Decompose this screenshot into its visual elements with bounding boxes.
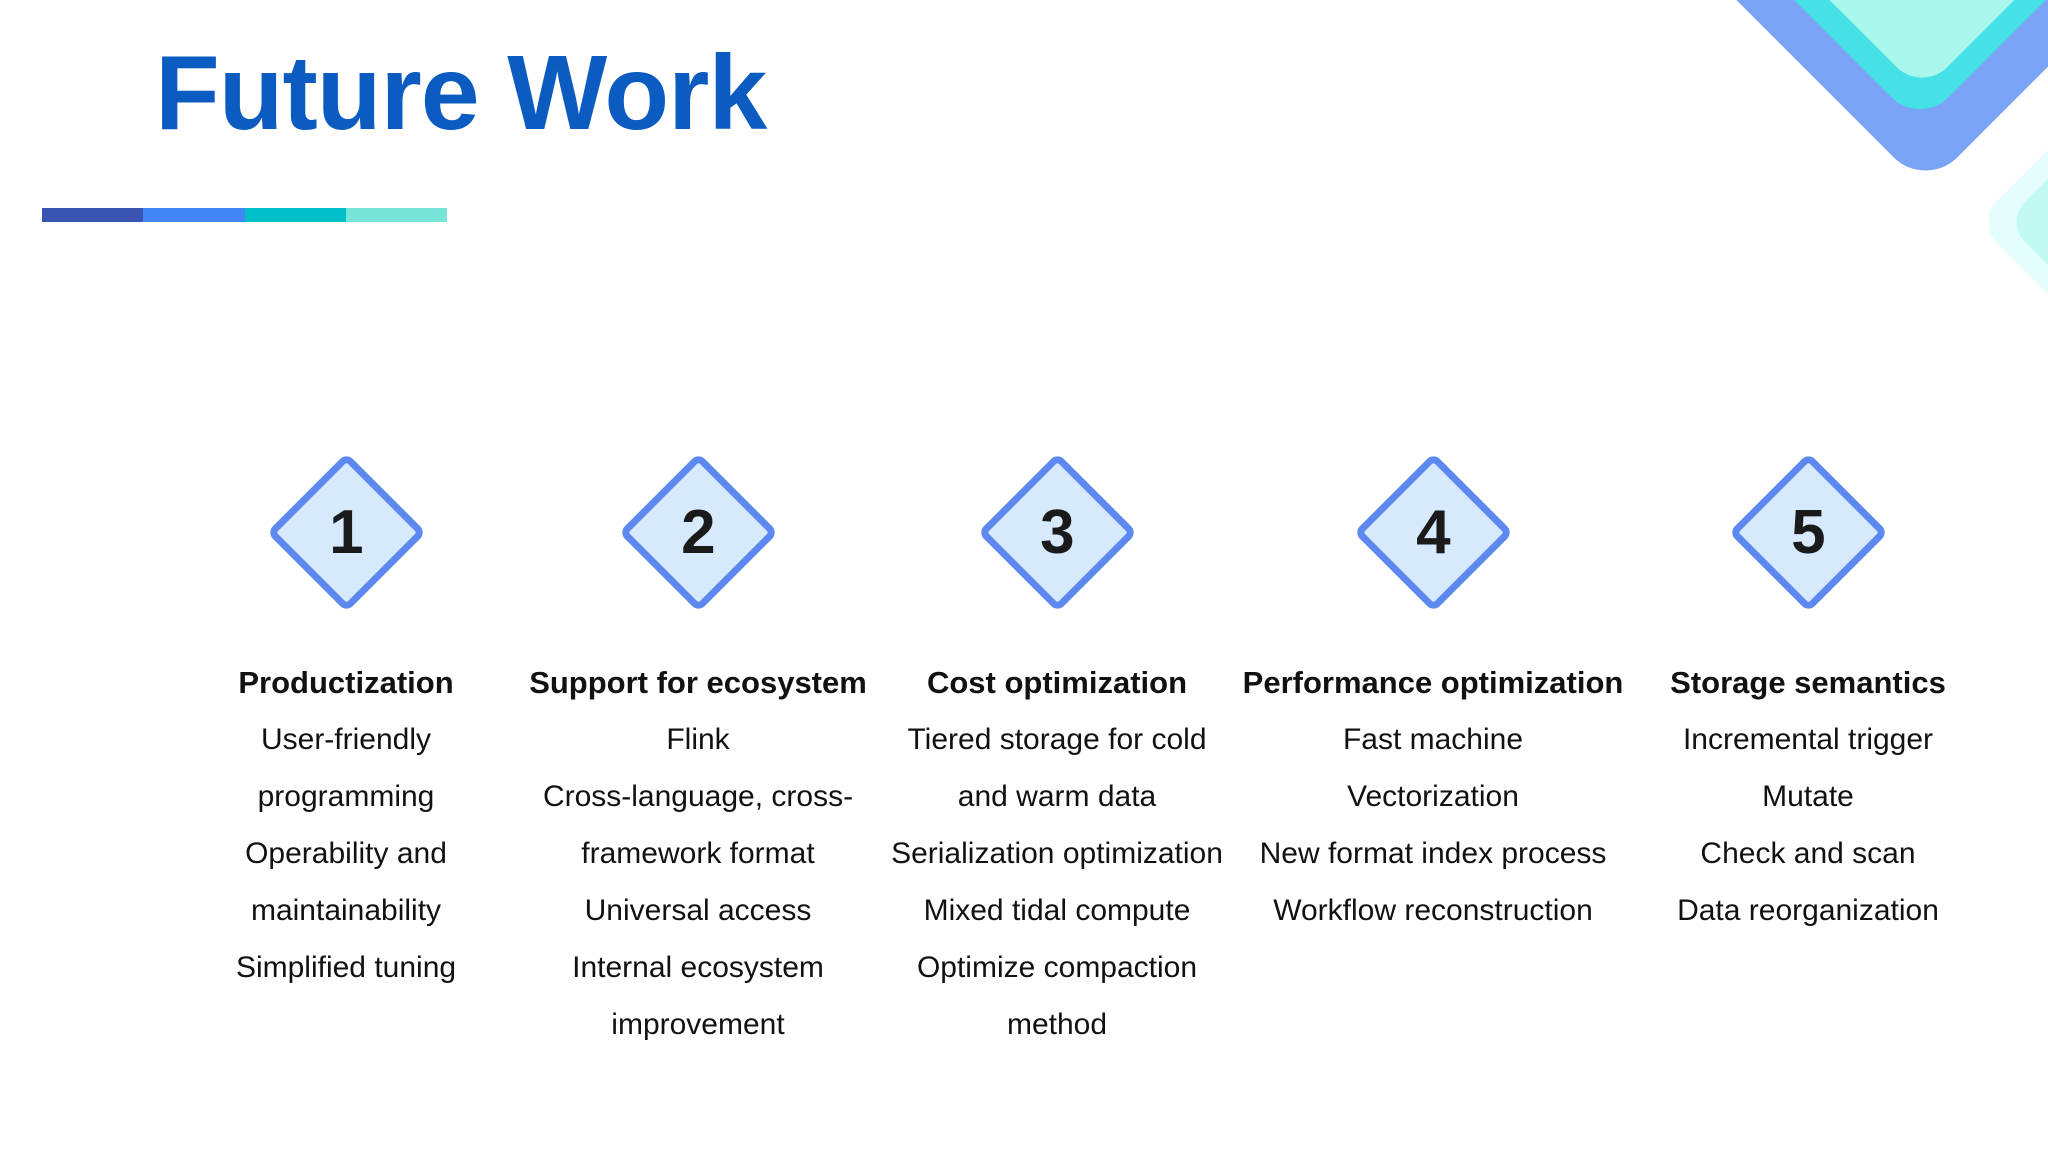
item-line: Workflow reconstruction [1273,894,1593,927]
item-line: Fast machine [1342,723,1524,756]
item-line: framework format [581,837,815,870]
accent-bar-segment-1 [42,208,144,222]
step-diamond-zone: 4 [1233,450,1633,614]
step-number: 2 [680,497,716,567]
column-productization: 1 Productization User-friendly programmin… [146,450,546,996]
step-diamond: 3 [977,452,1137,612]
item-line: Internal ecosystem [572,951,824,984]
item-line: Optimize compaction [916,951,1198,984]
step-number: 1 [328,497,364,567]
item-line: Incremental trigger [1682,723,1934,756]
step-diamond: 4 [1353,452,1513,612]
item-line: Universal access [584,894,812,927]
item-line: method [1006,1008,1108,1041]
slide-title: Future Work [155,34,767,152]
step-diamond: 1 [266,452,426,612]
step-diamond: 5 [1728,452,1888,612]
step-number: 4 [1415,497,1451,567]
step-diamond: 2 [618,452,778,612]
column-heading: Cost optimization [926,665,1188,700]
item-line: Operability and [245,837,447,870]
column-cost-optimization: 3 Cost optimization Tiered storage for c… [857,450,1257,1053]
accent-bar-segment-3 [244,208,346,222]
accent-bar-segment-4 [345,208,447,222]
step-diamond-zone: 3 [857,450,1257,614]
item-line: Flink [666,723,730,756]
step-diamond-zone: 1 [146,450,546,614]
step-number: 3 [1039,497,1075,567]
item-line: User-friendly [260,723,432,756]
item-line: maintainability [250,894,442,927]
item-line: Vectorization [1347,780,1519,813]
title-accent-bar [42,208,447,222]
item-line: improvement [611,1008,785,1041]
item-line: Cross-language, cross- [542,780,854,813]
column-heading: Productization [238,665,454,700]
accent-bar-segment-2 [143,208,245,222]
item-line: and warm data [957,780,1157,813]
step-diamond-zone: 5 [1608,450,2008,614]
item-line: Check and scan [1700,837,1916,870]
item-line: programming [257,780,435,813]
item-line: Simplified tuning [235,951,457,984]
item-line: Serialization optimization [891,837,1223,870]
column-heading: Support for ecosystem [529,665,867,700]
column-heading: Performance optimization [1242,665,1624,700]
item-line: Tiered storage for cold [907,723,1207,756]
item-line: Data reorganization [1677,894,1939,927]
step-diamond-zone: 2 [498,450,898,614]
step-number: 5 [1790,497,1826,567]
item-line: Mutate [1762,780,1854,813]
column-heading: Storage semantics [1670,665,1946,700]
item-line: Mixed tidal compute [923,894,1191,927]
item-line: New format index process [1259,837,1607,870]
